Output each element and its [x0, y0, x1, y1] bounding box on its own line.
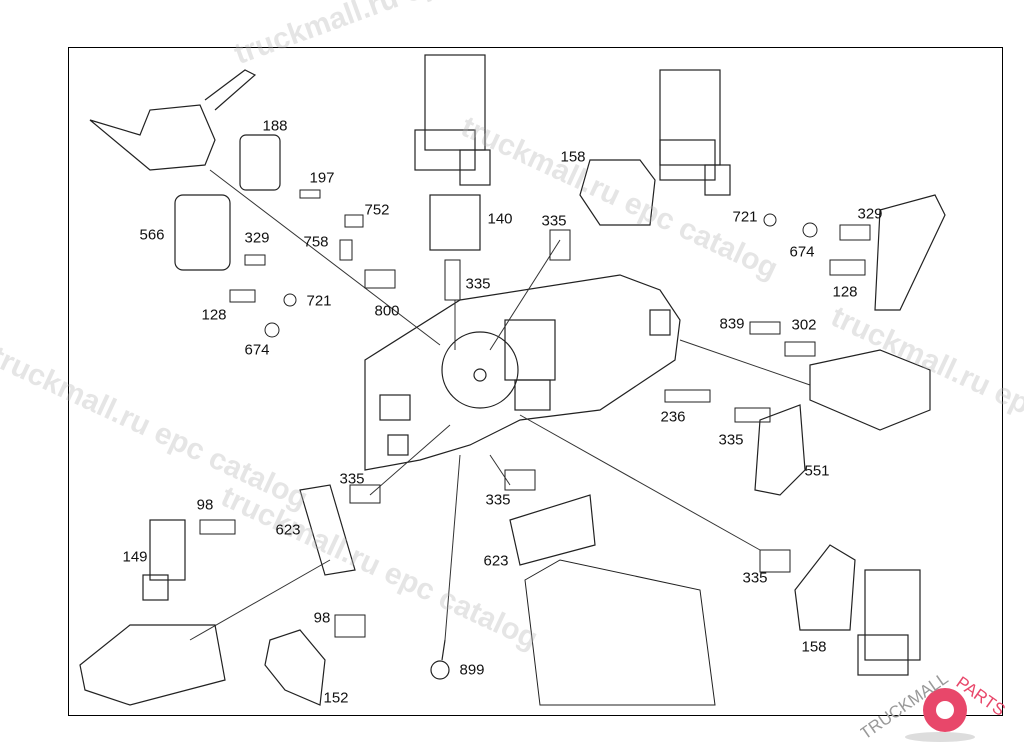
part-label: 158	[560, 148, 586, 166]
part-label: 758	[303, 233, 329, 251]
part-label: 128	[832, 283, 858, 301]
part-label: 98	[313, 609, 331, 627]
part-label: 188	[262, 117, 288, 135]
dashboard	[364, 274, 681, 471]
part-label: 674	[244, 341, 270, 359]
part-label: 721	[306, 292, 332, 310]
part-label: 98	[196, 496, 214, 514]
part-label: 302	[791, 316, 817, 334]
part-label: 752	[364, 201, 390, 219]
part-label: 551	[804, 462, 830, 480]
part-label: 721	[732, 208, 758, 226]
part-label: 329	[857, 205, 883, 223]
part-label: 839	[719, 315, 745, 333]
part-label: 335	[718, 431, 744, 449]
part-label: 800	[374, 302, 400, 320]
diagram-frame	[68, 47, 1003, 716]
part-label: 236	[660, 408, 686, 426]
part-label: 335	[541, 212, 567, 230]
part-label: 623	[275, 521, 301, 539]
parts	[79, 54, 946, 706]
truckmallparts-logo: TRUCKMALL PARTS	[860, 669, 1009, 744]
part-label: 128	[201, 306, 227, 324]
part-label: 335	[465, 275, 491, 293]
steering-wheel	[441, 331, 519, 409]
part-label: 158	[801, 638, 827, 656]
gear-icon	[905, 688, 975, 742]
part-label: 335	[485, 491, 511, 509]
part-label: 335	[339, 470, 365, 488]
part-label: 149	[122, 548, 148, 566]
part-label: 335	[742, 569, 768, 587]
part-label: 566	[139, 226, 165, 244]
part-label: 329	[244, 229, 270, 247]
part-label: 674	[789, 243, 815, 261]
part-label: 623	[483, 552, 509, 570]
part-label: 197	[309, 169, 335, 187]
part-label: 140	[487, 210, 513, 228]
part-label: 152	[323, 689, 349, 707]
part-label: 899	[459, 661, 485, 679]
